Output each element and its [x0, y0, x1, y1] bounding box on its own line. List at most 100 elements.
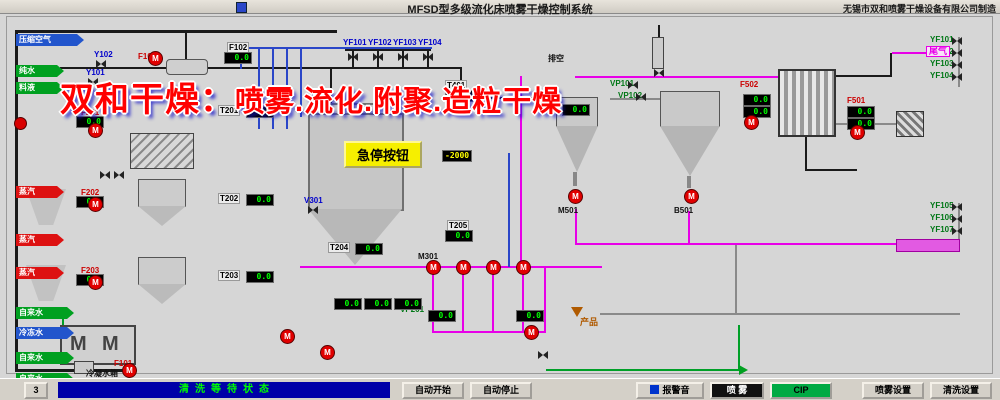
inlet-arrow: 蒸汽	[16, 186, 64, 198]
value-display: 0.0	[224, 52, 252, 64]
cyclone-b-stem	[687, 176, 691, 188]
pipe	[805, 135, 807, 171]
pump-motor[interactable]: M	[850, 125, 865, 140]
tag-label: YF104	[930, 71, 954, 80]
valve-icon[interactable]	[952, 227, 962, 235]
pipe	[575, 243, 897, 245]
tag-label: Y101	[86, 68, 105, 77]
valve-icon[interactable]	[952, 215, 962, 223]
valve-icon[interactable]	[952, 49, 962, 57]
pump-motor[interactable]: M	[684, 189, 699, 204]
auto-stop-button[interactable]: 自动停止	[470, 382, 532, 399]
pump-motor[interactable]: M	[280, 329, 295, 344]
valve-icon[interactable]	[88, 78, 98, 86]
valve-icon[interactable]	[952, 203, 962, 211]
valve-icon[interactable]	[628, 81, 638, 89]
pump-motor[interactable]: M	[88, 275, 103, 290]
clean-settings-button[interactable]: 清洗设置	[930, 382, 992, 399]
auto-start-button[interactable]: 自动开始	[402, 382, 464, 399]
valve-icon[interactable]	[398, 53, 408, 61]
pump-motor[interactable]: M	[88, 197, 103, 212]
pipe	[185, 30, 187, 60]
valve-icon[interactable]	[654, 69, 664, 77]
pipe	[735, 245, 737, 315]
status-banner: 清洗等待状态	[58, 382, 390, 398]
cip-button[interactable]: CIP	[770, 382, 832, 399]
pipe	[460, 97, 558, 99]
pump-motor[interactable]: M	[524, 325, 539, 340]
pipe	[575, 76, 780, 78]
pump-motor[interactable]: M	[320, 345, 335, 360]
pipe	[520, 76, 522, 268]
tag-label: T204	[328, 242, 351, 253]
pipe	[546, 369, 740, 371]
pipe	[805, 169, 857, 171]
alarm-sound-button[interactable]: 报警音	[636, 382, 704, 399]
product-arrow-icon	[571, 307, 583, 317]
pipe	[462, 268, 464, 332]
pump-motor[interactable]: M	[516, 260, 531, 275]
inlet-arrow: 自来水	[16, 373, 74, 378]
inlet-arrow: 冷冻水	[16, 327, 74, 339]
pipe	[575, 209, 577, 245]
air-filter	[166, 59, 208, 75]
value-display: 0.0	[364, 298, 392, 310]
pipe	[432, 331, 546, 333]
pipe	[892, 52, 928, 54]
valve-icon[interactable]	[100, 171, 110, 179]
feed-tank-b-cone	[138, 284, 186, 304]
value-display: 0.0	[355, 243, 383, 255]
tag-label: YF106	[930, 213, 954, 222]
value-display: 0.0	[562, 104, 590, 116]
tag-label: YF103	[930, 59, 954, 68]
valve-icon[interactable]	[538, 351, 548, 359]
company-name: 无锡市双和喷雾干燥设备有限公司制造	[842, 4, 996, 14]
tag-label: F203	[81, 266, 100, 275]
pipe	[834, 75, 892, 77]
valve-icon[interactable]	[423, 53, 433, 61]
drying-tower-cone	[308, 209, 402, 265]
pump-motor[interactable]: M	[122, 363, 137, 378]
emergency-stop-button[interactable]: 急停按钮	[344, 141, 422, 168]
inlet-arrow: 压缩空气	[16, 34, 84, 46]
inlet-arrow: 自来水	[16, 307, 74, 319]
tag-label: F501	[847, 96, 866, 105]
feed-tank-a-cone	[138, 206, 186, 226]
valve-icon[interactable]	[952, 37, 962, 45]
transport-label-box	[896, 239, 960, 252]
page-number-button[interactable]: 3	[24, 382, 48, 399]
inlet-arrow: 料液	[16, 82, 64, 94]
pipe	[432, 268, 434, 332]
value-display: 0.0	[445, 230, 473, 242]
agitator-motor-icon: M	[70, 333, 87, 355]
valve-icon[interactable]	[114, 171, 124, 179]
alarm-mute-icon	[650, 385, 660, 394]
valve-icon[interactable]	[348, 53, 358, 61]
pipe	[345, 49, 431, 51]
pump-motor[interactable]: M	[744, 115, 759, 130]
valve-icon[interactable]	[373, 53, 383, 61]
vent-vessel	[652, 37, 664, 69]
app-icon	[236, 2, 247, 13]
value-display: 0.0	[246, 271, 274, 283]
pump-motor[interactable]: M	[148, 51, 163, 66]
valve-icon[interactable]	[636, 93, 646, 101]
tag-label: YF104	[418, 38, 442, 47]
pump-motor[interactable]: M	[456, 260, 471, 275]
tag-label: YF105	[930, 201, 954, 210]
tag-label: YF107	[930, 225, 954, 234]
spray-button[interactable]: 喷 雾	[710, 382, 764, 399]
pipe	[286, 47, 288, 129]
valve-icon[interactable]	[952, 61, 962, 69]
spray-settings-button[interactable]: 喷雾设置	[862, 382, 924, 399]
valve-icon[interactable]	[308, 206, 318, 214]
pump-motor[interactable]: M	[88, 123, 103, 138]
pump-motor[interactable]: M	[426, 260, 441, 275]
pump-motor[interactable]: M	[486, 260, 501, 275]
silencer-box	[896, 111, 924, 137]
valve-icon[interactable]	[96, 60, 106, 68]
indicator-light	[14, 117, 27, 130]
valve-icon[interactable]	[952, 73, 962, 81]
pipe	[522, 268, 524, 332]
pump-motor[interactable]: M	[568, 189, 583, 204]
